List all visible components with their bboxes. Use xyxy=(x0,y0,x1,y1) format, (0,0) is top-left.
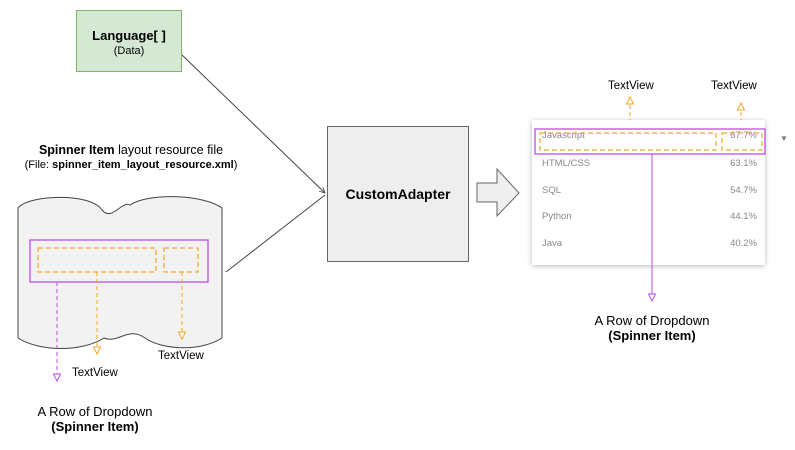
left-caption-line1: A Row of Dropdown xyxy=(37,404,153,419)
dropdown-row-percent: 44.1% xyxy=(730,211,757,222)
dropdown-row-name: Java xyxy=(542,238,563,249)
dropdown-textview-left-label: TextView xyxy=(608,80,654,92)
right-caption: A Row of Dropdown (Spinner Item) xyxy=(572,313,732,343)
custom-adapter-box: CustomAdapter xyxy=(327,126,469,262)
dropdown-textview-right-arrowhead xyxy=(736,101,746,111)
layout-resource-title-rest: layout resource file xyxy=(118,143,224,157)
left-caption-line2-text: (Spinner Item) xyxy=(51,419,139,434)
file-prefix: (File: xyxy=(24,159,53,171)
dropdown-row-highlight-box xyxy=(534,128,766,155)
left-textview-left-label: TextView xyxy=(72,367,118,379)
layout-resource-file-name: spinner_item_layout_resource.xml xyxy=(52,159,234,171)
textview-right-box xyxy=(163,247,199,273)
dropdown-row-name: Python xyxy=(542,211,572,222)
data-source-box: Language[ ] (Data) xyxy=(76,10,182,72)
dropdown-textview-right-box xyxy=(721,132,763,151)
textview-left-arrowhead xyxy=(92,346,102,356)
spinner-dropdown-list: Javascript 67.7% HTML/CSS 63.1% SQL 54.7… xyxy=(532,120,765,265)
adapter-to-dropdown-arrow xyxy=(476,167,520,218)
left-caption: A Row of Dropdown (Spinner Item) xyxy=(20,404,170,434)
left-textview-right-label: TextView xyxy=(158,350,204,362)
chevron-down-icon[interactable]: ▼ xyxy=(780,134,788,143)
dropdown-row-pointer-arrowhead xyxy=(647,293,657,303)
dropdown-row-percent: 67.7% xyxy=(730,130,757,141)
data-source-title: Language[ ] xyxy=(92,28,166,43)
layout-to-adapter-connector xyxy=(225,194,326,273)
dropdown-row[interactable]: Java 40.2% xyxy=(532,230,765,256)
layout-resource-title: Spinner Item layout resource file xyxy=(0,143,262,157)
dropdown-row[interactable]: SQL 54.7% xyxy=(532,177,765,203)
textview-right-arrowhead xyxy=(177,331,187,341)
dropdown-row-percent: 40.2% xyxy=(730,238,757,249)
file-suffix: ) xyxy=(233,159,238,171)
dropdown-row-percent: 63.1% xyxy=(730,158,757,169)
dropdown-textview-right-label: TextView xyxy=(711,80,757,92)
dropdown-row[interactable]: Javascript 67.7% xyxy=(532,122,765,148)
dropdown-row-name: SQL xyxy=(542,185,562,196)
layout-resource-file: (File: spinner_item_layout_resource.xml) xyxy=(0,159,262,171)
dropdown-row-name: HTML/CSS xyxy=(542,158,591,169)
data-source-subtitle: (Data) xyxy=(113,45,145,57)
data-to-adapter-connector xyxy=(181,54,325,193)
spinner-item-row-box xyxy=(29,239,209,283)
right-caption-line1: A Row of Dropdown xyxy=(594,313,710,328)
left-caption-line2: (Spinner Item) xyxy=(20,419,170,434)
row-pointer-arrowhead xyxy=(52,373,62,383)
dropdown-textview-left-arrowhead xyxy=(625,95,635,105)
dropdown-row[interactable]: HTML/CSS 63.1% xyxy=(532,150,765,176)
dropdown-textview-left-box xyxy=(539,132,717,151)
dropdown-row-name: Javascript xyxy=(542,130,585,141)
right-caption-line2: (Spinner Item) xyxy=(572,328,732,343)
right-caption-line2-text: (Spinner Item) xyxy=(608,328,696,343)
layout-resource-title-bold: Spinner Item xyxy=(38,143,115,157)
custom-adapter-label: CustomAdapter xyxy=(345,186,451,202)
dropdown-row[interactable]: Python 44.1% xyxy=(532,203,765,229)
dropdown-row-percent: 54.7% xyxy=(730,185,757,196)
